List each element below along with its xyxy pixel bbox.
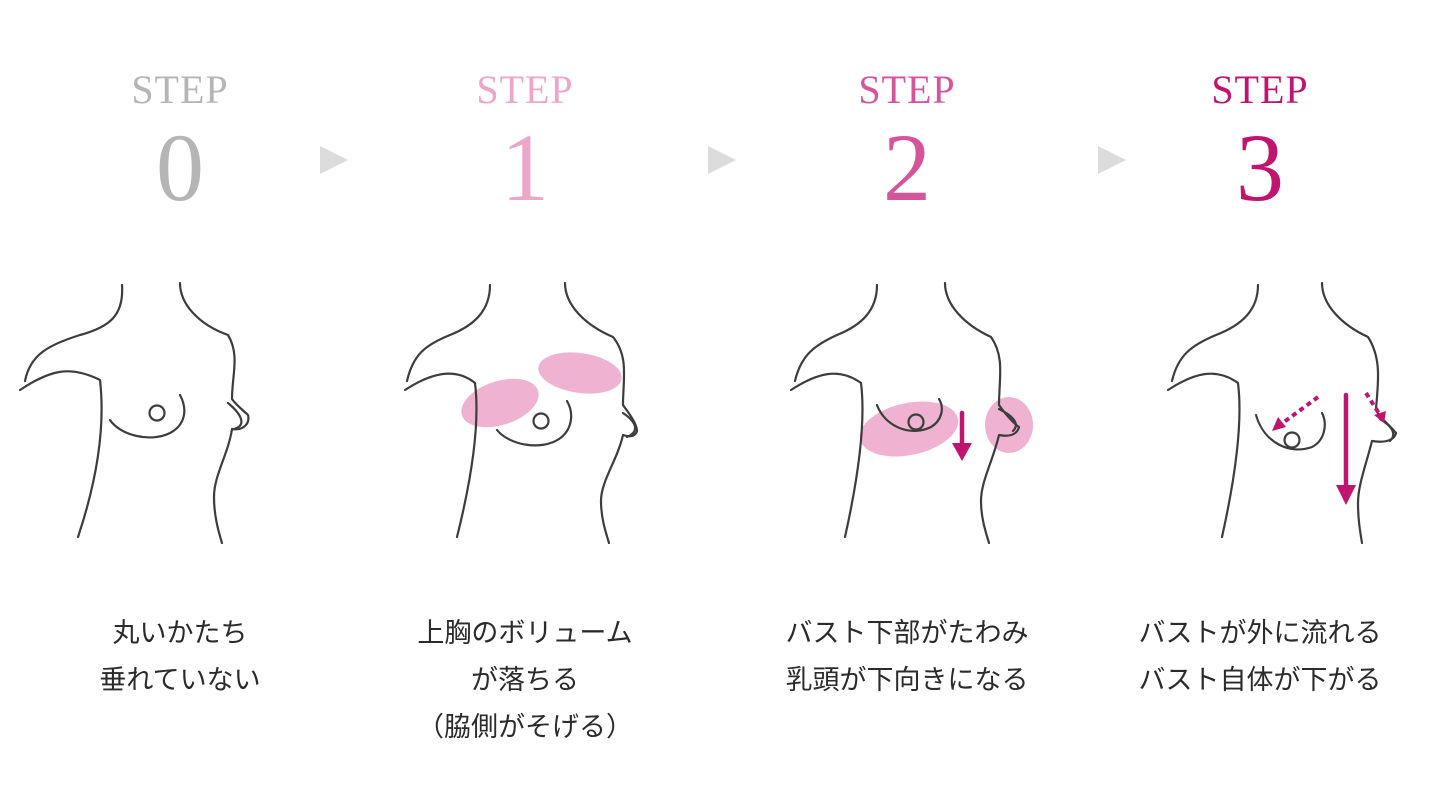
step-1-caption-line-1: 上胸のボリューム xyxy=(417,618,633,649)
downward-sag-arrow-icon xyxy=(952,443,972,461)
step-3-number: 3 xyxy=(1236,114,1284,221)
outward-flow-dashed-line xyxy=(1364,391,1382,417)
step-1-caption-line-2: が落ちる xyxy=(471,665,579,696)
inward-flow-dashed-line xyxy=(1278,395,1320,427)
step-2-panel: STEP 2 バスト下部がたわみ 乳頭が下向きになる xyxy=(727,0,1087,810)
step-2-label: STEP xyxy=(858,67,956,112)
step-3-body-illustration xyxy=(1166,281,1398,545)
step-0-panel: STEP 0 丸いかたち 垂れていない xyxy=(0,0,360,810)
step-3-caption-line-1: バストが外に流れる xyxy=(1138,618,1382,649)
separator-arrow-icon xyxy=(320,146,348,174)
step-1-number: 1 xyxy=(501,114,549,221)
step-2-number: 2 xyxy=(883,114,931,221)
downward-drop-arrow-icon xyxy=(1336,485,1356,505)
step-3-caption: バストが外に流れる バスト自体が下がる xyxy=(1080,610,1440,704)
step-0-caption-line-2: 垂れていない xyxy=(99,665,261,696)
step-2-caption-line-1: バスト下部がたわみ xyxy=(785,618,1029,649)
step-3-label: STEP xyxy=(1211,67,1309,112)
step-2-caption-line-2: 乳頭が下向きになる xyxy=(785,665,1029,696)
separator-arrow-icon xyxy=(1098,146,1126,174)
step-2-caption: バスト下部がたわみ 乳頭が下向きになる xyxy=(727,610,1087,704)
step-3-panel: STEP 3 バストが外に流れる バスト自体が下がる xyxy=(1080,0,1440,810)
step-0-number: 0 xyxy=(156,114,204,221)
side-volume-loss-highlight xyxy=(461,378,539,428)
step-1-label: STEP xyxy=(476,67,574,112)
inward-flow-arrow-icon xyxy=(1272,417,1286,431)
upper-chest-volume-loss-highlight xyxy=(538,352,622,394)
step-2-body-illustration xyxy=(789,281,1033,545)
step-0-caption: 丸いかたち 垂れていない xyxy=(0,610,360,704)
outer-bust-sag-highlight xyxy=(985,397,1033,453)
step-1-body-illustration xyxy=(403,281,639,545)
outward-flow-arrow-icon xyxy=(1374,411,1386,423)
step-3-caption-line-2: バスト自体が下がる xyxy=(1138,665,1382,696)
lower-bust-sag-highlight xyxy=(859,401,959,457)
step-1-panel: STEP 1 上胸のボリューム が落ちる （脇側がそげる） xyxy=(345,0,705,810)
step-1-caption-line-3: （脇側がそげる） xyxy=(417,712,633,743)
step-0-caption-line-1: 丸いかたち xyxy=(112,618,248,649)
separator-arrow-icon xyxy=(708,146,736,174)
step-0-label: STEP xyxy=(131,67,229,112)
step-1-caption: 上胸のボリューム が落ちる （脇側がそげる） xyxy=(345,610,705,751)
step-0-body-illustration xyxy=(18,281,250,545)
